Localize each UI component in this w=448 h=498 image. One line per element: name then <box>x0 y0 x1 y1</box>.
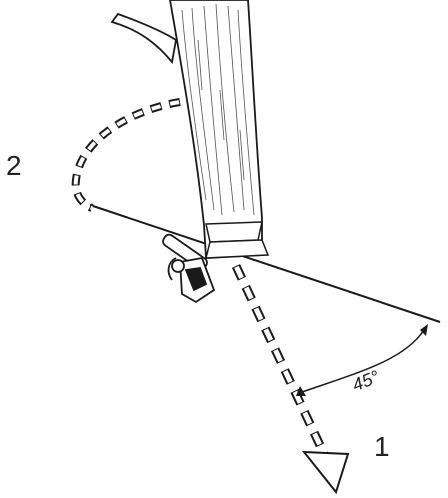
fall-direction-arrow-2 <box>71 98 181 212</box>
ground-line <box>89 204 441 323</box>
tree-trunk-icon <box>110 0 270 259</box>
label-path-1: 1 <box>374 431 390 462</box>
chainsaw-icon <box>162 233 216 304</box>
angle-arc <box>296 324 428 396</box>
label-angle: 45° <box>349 367 382 396</box>
arrow-head-icon <box>301 450 350 495</box>
fall-direction-arrow-1 <box>231 264 350 495</box>
label-path-2: 2 <box>6 150 22 181</box>
